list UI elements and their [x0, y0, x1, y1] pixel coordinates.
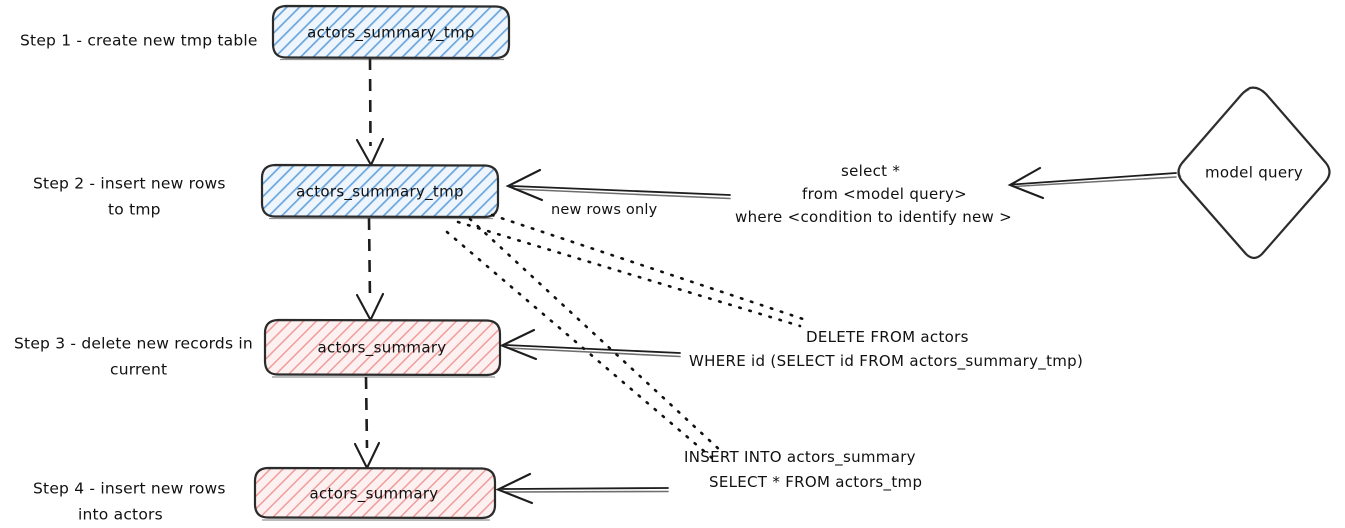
model-sql-line-1: select *: [841, 162, 900, 180]
node-actors-summary-2[interactable]: actors_summary: [253, 466, 497, 521]
step-2-label-group: Step 2 - insert new rows to tmp: [33, 175, 226, 219]
node-label-tmp-1: actors_summary_tmp: [307, 24, 475, 43]
edge-tmp1-to-tmp2: [355, 57, 385, 168]
edge-model-query-to-sql: [1007, 166, 1177, 200]
step-1-label: Step 1 - create new tmp table: [20, 32, 258, 50]
node-label-tmp-2: actors_summary_tmp: [296, 183, 464, 202]
edge-target1-to-target2: [353, 376, 381, 471]
step-2-label-line1: Step 2 - insert new rows: [33, 175, 226, 193]
insert-sql-line-1: INSERT INTO actors_summary: [684, 448, 916, 467]
edge-delete-sql-to-target1: [499, 328, 681, 361]
node-label-target-2: actors_summary: [310, 485, 439, 504]
dotted-link-tmp2-to-delete-sql: [456, 213, 808, 328]
dotted-link-tmp2-to-insert-sql: [445, 217, 724, 460]
node-label-model-query: model query: [1205, 164, 1303, 182]
delete-sql-line-1: DELETE FROM actors: [806, 328, 969, 346]
step-2-label-line2: to tmp: [108, 201, 161, 219]
insert-sql-line-2: SELECT * FROM actors_tmp: [709, 473, 922, 492]
edge-insert-sql-to-target2: [495, 472, 669, 505]
step-3-label-group: Step 3 - delete new records in current: [14, 335, 253, 379]
sql-block-delete: DELETE FROM actors WHERE id (SELECT id F…: [689, 328, 1083, 371]
edge-tmp2-to-target1: [355, 217, 385, 323]
model-sql-line-2: from <model query>: [802, 185, 967, 203]
edge-sql-to-tmp2: [505, 168, 731, 202]
step-4-label-line1: Step 4 - insert new rows: [33, 480, 226, 498]
node-model-query[interactable]: model query: [1177, 86, 1331, 260]
step-3-label-line2: current: [110, 361, 167, 379]
sql-block-model-query: select * from <model query> where <condi…: [735, 162, 1012, 226]
node-actors-summary-tmp-1[interactable]: actors_summary_tmp: [271, 4, 511, 61]
step-3-label-line1: Step 3 - delete new records in: [14, 335, 253, 353]
delete-sql-line-2: WHERE id (SELECT id FROM actors_summary_…: [689, 352, 1083, 371]
model-sql-line-3: where <condition to identify new >: [735, 208, 1012, 226]
step-4-label-line2: into actors: [78, 506, 163, 524]
step-4-label-group: Step 4 - insert new rows into actors: [33, 480, 226, 524]
edge-label-new-rows-only: new rows only: [551, 202, 658, 218]
sql-block-insert: INSERT INTO actors_summary SELECT * FROM…: [684, 448, 922, 492]
step-1-label-group: Step 1 - create new tmp table: [20, 32, 258, 50]
node-actors-summary-tmp-2[interactable]: actors_summary_tmp: [260, 163, 500, 220]
node-actors-summary-1[interactable]: actors_summary: [263, 318, 502, 378]
node-label-target-1: actors_summary: [318, 339, 447, 358]
